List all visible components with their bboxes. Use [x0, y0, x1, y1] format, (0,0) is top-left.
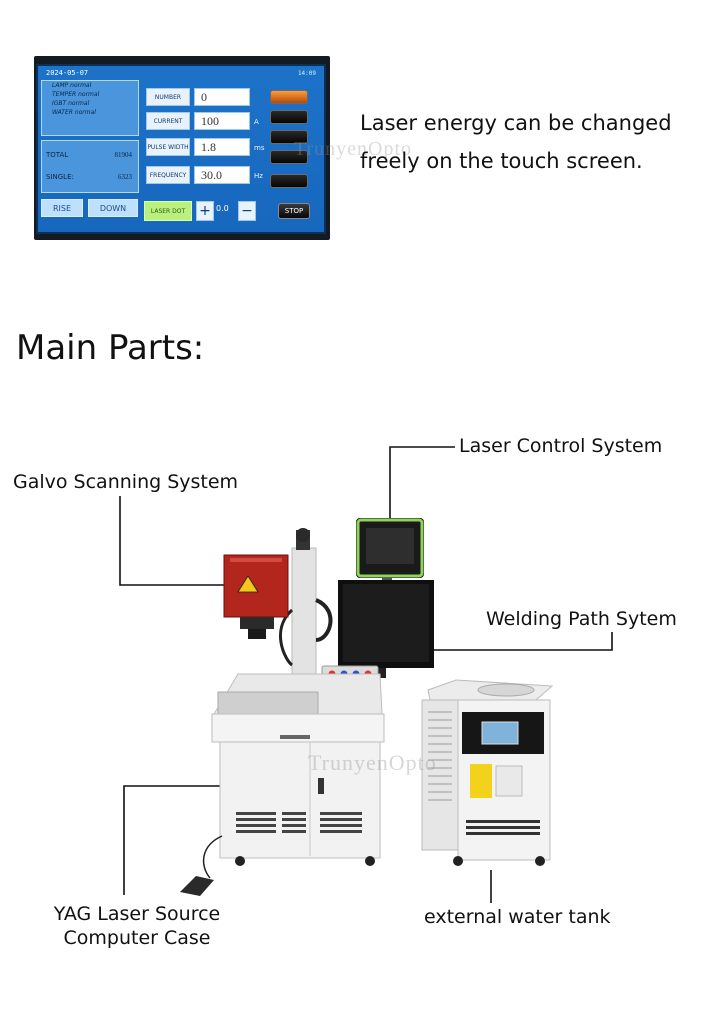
status-panel: LAMP normal TEMPER normal IGBT normal WA…	[41, 80, 139, 136]
label-yag-line-2: Computer Case	[63, 927, 211, 949]
rise-button[interactable]: RISE	[41, 199, 83, 217]
label-yag-laser-source: YAG Laser Source Computer Case	[30, 902, 244, 950]
watermark: TrunyenOpto	[294, 138, 413, 160]
side-button-3[interactable]	[270, 130, 308, 144]
status-igbt: IGBT normal	[52, 100, 90, 107]
param-unit-current: A	[254, 118, 259, 126]
label-welding-path-system: Welding Path Sytem	[486, 608, 677, 630]
laser-welding-machine-illustration	[119, 446, 613, 903]
param-unit-pulse-width: ms	[254, 144, 265, 152]
callout-yag	[123, 785, 258, 895]
main-cabinet	[211, 673, 385, 866]
callout-lines	[119, 446, 613, 903]
param-value-current[interactable]: 100	[194, 112, 250, 130]
callout-laser-control	[389, 446, 455, 518]
counter-panel: TOTAL 81904 SINGLE: 6323	[41, 140, 139, 193]
laser-dot-button[interactable]: LASER DOT	[144, 201, 192, 221]
total-value: 81904	[114, 151, 133, 159]
label-galvo-scanning-system: Galvo Scanning System	[13, 471, 239, 493]
section-heading: Main Parts:	[16, 328, 205, 368]
touch-screen-photo: 2024-05-07 14:09 LAMP normal TEMPER norm…	[34, 56, 330, 240]
galvo-head	[223, 554, 289, 639]
label-external-water-tank: external water tank	[424, 906, 611, 928]
total-counter: TOTAL 81904	[46, 151, 136, 159]
param-unit-frequency: Hz	[254, 172, 263, 180]
single-value: 6323	[118, 173, 132, 181]
screen-time: 14:09	[297, 70, 316, 77]
touch-screen: 2024-05-07 14:09 LAMP normal TEMPER norm…	[36, 64, 326, 234]
watermark-overlay: TrunyenOpto	[308, 750, 437, 775]
param-value-number[interactable]: 0	[194, 88, 250, 106]
single-label: SINGLE:	[46, 173, 74, 181]
plus-button[interactable]: +	[196, 201, 214, 221]
touch-screen-caption: Laser energy can be changed freely on th…	[360, 104, 712, 180]
param-label-current: CURRENT	[146, 112, 190, 130]
param-label-number: NUMBER	[146, 88, 190, 106]
minus-button[interactable]: −	[238, 201, 256, 221]
screen-header: 2024-05-07 14:09	[38, 66, 324, 82]
side-button-4[interactable]	[270, 150, 308, 164]
callout-galvo	[119, 496, 226, 586]
param-value-pulse-width[interactable]: 1.8	[194, 138, 250, 156]
callout-welding	[432, 632, 613, 651]
step-value: 0.0	[216, 204, 229, 213]
laser-control-monitor	[356, 518, 424, 590]
label-laser-control-system: Laser Control System	[459, 435, 663, 457]
welding-path-monitor	[338, 580, 434, 678]
status-water: WATER normal	[52, 109, 96, 116]
caption-line-1: Laser energy can be changed	[360, 111, 672, 135]
down-button[interactable]: DOWN	[88, 199, 138, 217]
param-value-frequency[interactable]: 30.0	[194, 166, 250, 184]
stop-button[interactable]: STOP	[278, 203, 310, 219]
status-temper: TEMPER normal	[52, 91, 100, 98]
side-button-1[interactable]	[270, 90, 308, 104]
side-button-2[interactable]	[270, 110, 308, 124]
param-label-frequency: FREQUENCY	[146, 166, 190, 184]
status-lamp: LAMP normal	[52, 82, 92, 89]
side-button-5[interactable]	[270, 174, 308, 188]
single-counter: SINGLE: 6323	[46, 173, 136, 181]
label-yag-line-1: YAG Laser Source	[53, 903, 221, 925]
screen-date: 2024-05-07	[46, 69, 89, 77]
water-chiller	[421, 679, 554, 866]
caption-line-2: freely on the touch screen.	[360, 149, 643, 173]
foot-pedal	[180, 835, 223, 896]
total-label: TOTAL	[46, 151, 69, 159]
param-label-pulse-width: PULSE WIDTH	[146, 138, 190, 156]
